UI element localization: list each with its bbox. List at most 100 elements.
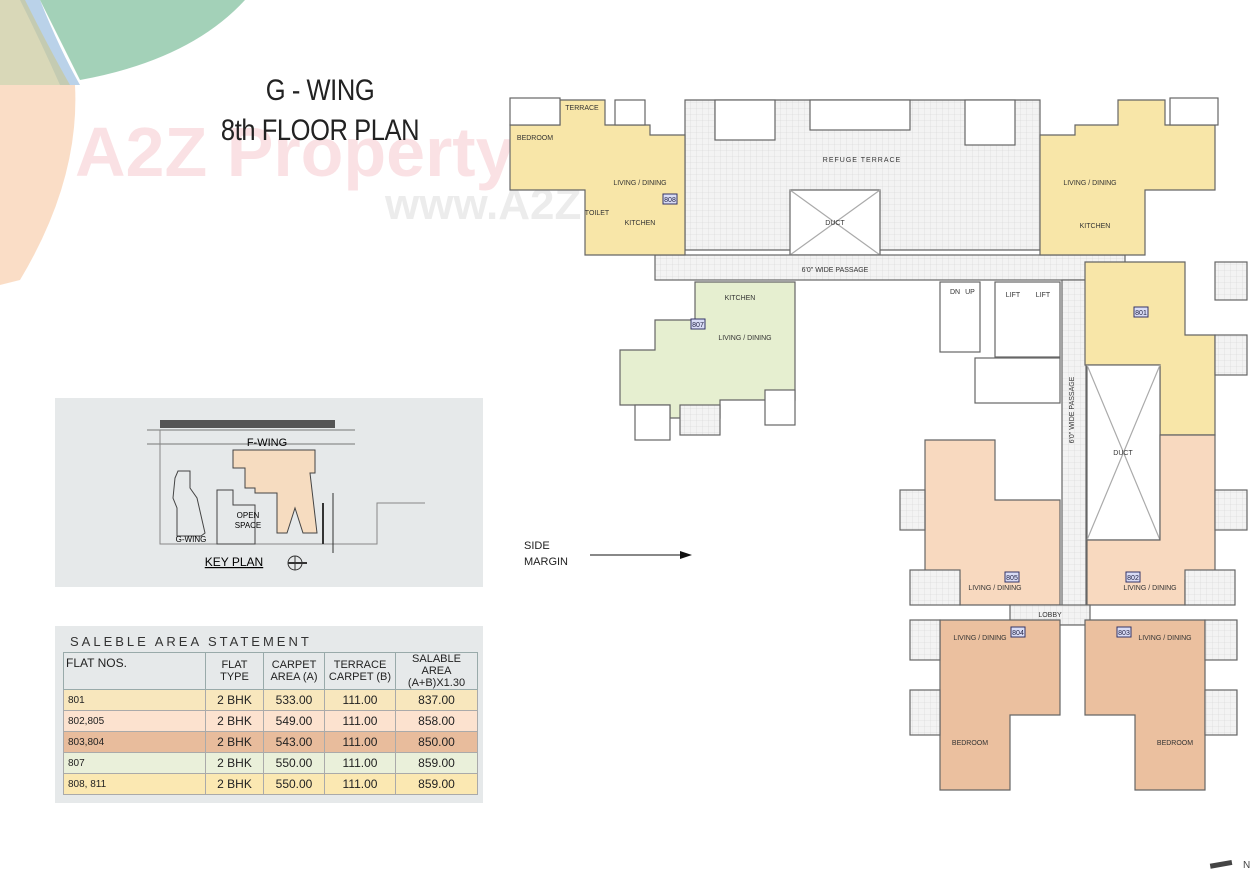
cell-carpet-area: 543.00: [263, 731, 325, 753]
cell-flat-type: 2 BHK: [205, 731, 264, 753]
watermark-brand: A2Z Property: [75, 113, 515, 191]
unit-805: [924, 439, 1061, 606]
room-kitchen-807: KITCHEN: [725, 295, 756, 302]
cell-flat-nos: 803,804: [63, 731, 206, 753]
cell-carpet-area: 550.00: [263, 773, 325, 795]
room-living-803: LIVING / DINING: [1138, 635, 1191, 642]
room-living-802: LIVING / DINING: [1123, 585, 1176, 592]
stair-dn-label: DN: [950, 289, 960, 296]
lift-core: [994, 281, 1061, 358]
cell-flat-type: 2 BHK: [205, 689, 264, 711]
unit-803: [1084, 619, 1206, 791]
watermark-url: www.A2Zproperty.in: [385, 180, 808, 229]
lift-label-2: LIFT: [1036, 292, 1051, 299]
cell-terrace-carpet: 111.00: [324, 752, 396, 774]
key-plan-g-wing: G-WING: [176, 535, 207, 544]
duct-label-2: DUCT: [1113, 450, 1133, 457]
staircase-2: [974, 357, 1061, 404]
unit-802: [1086, 434, 1216, 606]
stair-up-label: UP: [965, 289, 975, 296]
area-statement-title: SALEBLE AREA STATEMENT: [70, 634, 312, 649]
cell-flat-type: 2 BHK: [205, 752, 264, 774]
cell-flat-nos: 807: [63, 752, 206, 774]
lobby: [1009, 604, 1091, 626]
unit-number-tag: [1125, 571, 1141, 583]
staircase: [939, 281, 981, 353]
cell-salable-area: 859.00: [395, 773, 478, 795]
duct-label: DUCT: [825, 220, 845, 227]
cell-carpet-area: 533.00: [263, 689, 325, 711]
cell-terrace-carpet: 111.00: [324, 689, 396, 711]
unit-number: 804: [1012, 630, 1024, 637]
unit-number-tag: [1133, 306, 1149, 318]
room-living-805: LIVING / DINING: [968, 585, 1021, 592]
cell-flat-type: 2 BHK: [205, 773, 264, 795]
key-plan-diagram: F-WING G-WING OPEN SPACE KEY PLAN: [147, 420, 425, 571]
key-plan-f-wing: F-WING: [247, 437, 287, 449]
unit-808: [509, 99, 686, 256]
room-terrace: TERRACE: [565, 105, 599, 112]
key-plan-panel: F-WING G-WING OPEN SPACE KEY PLAN: [55, 398, 483, 587]
unit-number-tag: [1004, 571, 1020, 583]
cell-flat-nos: 808, 811: [63, 773, 206, 795]
unit-number: 802: [1127, 575, 1139, 582]
unit-number: 803: [1118, 630, 1130, 637]
col-salable-area: SALABLE AREA (A+B)X1.30: [395, 652, 478, 690]
unit-number: 805: [1006, 575, 1018, 582]
unit-number-tag: [1116, 626, 1132, 638]
cell-salable-area: 837.00: [395, 689, 478, 711]
cell-salable-area: 858.00: [395, 710, 478, 732]
unit-number-tag: [690, 318, 706, 330]
floor-plan-title: 8th FLOOR PLAN: [220, 114, 420, 147]
unit-807: [619, 281, 796, 419]
vertical-passage: [1061, 279, 1087, 621]
cell-carpet-area: 549.00: [263, 710, 325, 732]
cell-flat-type: 2 BHK: [205, 710, 264, 732]
unit-number: 801: [1135, 310, 1147, 317]
cell-terrace-carpet: 111.00: [324, 710, 396, 732]
room-bedroom-804: BEDROOM: [952, 740, 988, 747]
cell-terrace-carpet: 111.00: [324, 731, 396, 753]
key-plan-open-space: OPEN: [237, 511, 260, 520]
lobby-label: LOBBY: [1038, 612, 1062, 619]
col-flat-nos: FLAT NOS.: [63, 652, 206, 690]
side-margin-label: SIDE: [524, 540, 550, 552]
unit-number: 807: [692, 322, 704, 329]
unit-801: [1084, 261, 1216, 436]
room-kitchen-811: KITCHEN: [1080, 223, 1111, 230]
cell-flat-nos: 801: [63, 689, 206, 711]
refuge-terrace-label: REFUGE TERRACE: [823, 157, 901, 164]
horizontal-passage-label: 6'0" WIDE PASSAGE: [802, 267, 869, 274]
cell-carpet-area: 550.00: [263, 752, 325, 774]
room-bedroom: BEDROOM: [517, 135, 553, 142]
room-living-811: LIVING / DINING: [1063, 180, 1116, 187]
room-living-804: LIVING / DINING: [953, 635, 1006, 642]
cell-salable-area: 859.00: [395, 752, 478, 774]
col-flat-type: FLAT TYPE: [205, 652, 264, 690]
area-statement-table: FLAT NOS. FLAT TYPE CARPET AREA (A) TERR…: [63, 652, 478, 795]
unit-804: [939, 619, 1061, 791]
col-terrace-carpet: TERRACE CARPET (B): [324, 652, 396, 690]
key-plan-label: KEY PLAN: [205, 555, 263, 569]
svg-text:N: N: [1243, 860, 1250, 871]
north-arrow-icon: N: [1209, 859, 1250, 871]
cell-terrace-carpet: 111.00: [324, 773, 396, 795]
side-margin-label-2: MARGIN: [524, 556, 568, 568]
cell-salable-area: 850.00: [395, 731, 478, 753]
lift-label: LIFT: [1006, 292, 1021, 299]
cell-flat-nos: 802,805: [63, 710, 206, 732]
duct-vertical: [1086, 364, 1161, 541]
col-carpet-area: CARPET AREA (A): [263, 652, 325, 690]
room-bedroom-803: BEDROOM: [1157, 740, 1193, 747]
key-plan-open-space-2: SPACE: [235, 521, 262, 530]
horizontal-passage: [654, 254, 1126, 281]
decorative-petals: [0, 0, 245, 285]
unit-number-tag: [1010, 626, 1026, 638]
unit-811: [1039, 99, 1216, 256]
vertical-passage-label: 6'0" WIDE PASSAGE: [1069, 376, 1076, 443]
room-living-807: LIVING / DINING: [718, 335, 771, 342]
